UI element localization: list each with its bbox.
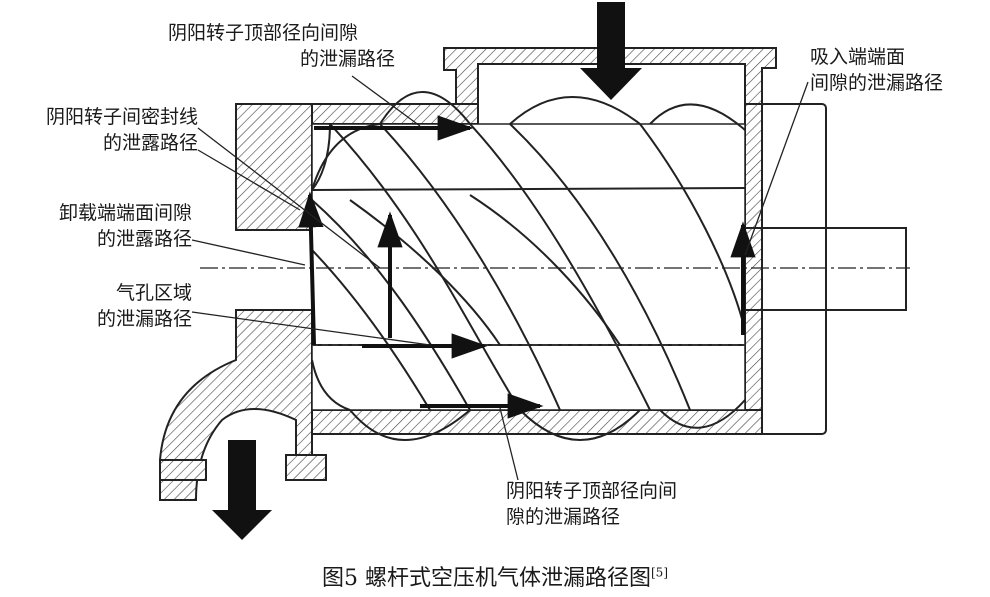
label-vent-area: 气孔区域 的泄漏路径 <box>96 282 192 330</box>
suction-end-wall <box>744 103 763 435</box>
caption-text: 图5 螺杆式空压机气体泄漏路径图 <box>322 566 651 591</box>
end-cover <box>759 103 907 435</box>
label-discharge-face-gap: 卸载端端面间隙 的泄露路径 <box>58 202 192 250</box>
label-bottom-radial-gap: 阴阳转子顶部径向间 隙的泄漏路径 <box>506 480 678 528</box>
figure-caption: 图5 螺杆式空压机气体泄漏路径图[5] <box>0 560 990 592</box>
discharge-end-wall <box>159 103 327 501</box>
male-rotor-lobes <box>311 359 746 441</box>
leader-lines <box>191 75 809 481</box>
rotor-bore <box>311 123 746 411</box>
lower-housing-wall <box>311 409 763 435</box>
rotor-helix <box>311 123 746 411</box>
label-seal-line: 阴阳转子间密封线 的泄露路径 <box>45 106 198 154</box>
outlet-arrow <box>212 440 272 540</box>
caption-reference: [5] <box>651 565 668 580</box>
label-top-radial-gap: 阴阳转子顶部径向间隙 的泄漏路径 <box>168 22 396 70</box>
leak-arrows <box>298 115 756 419</box>
label-suction-face-gap: 吸入端端面 间隙的泄漏路径 <box>810 46 944 94</box>
female-rotor-lobes <box>311 91 746 191</box>
inlet-arrow <box>580 2 642 100</box>
